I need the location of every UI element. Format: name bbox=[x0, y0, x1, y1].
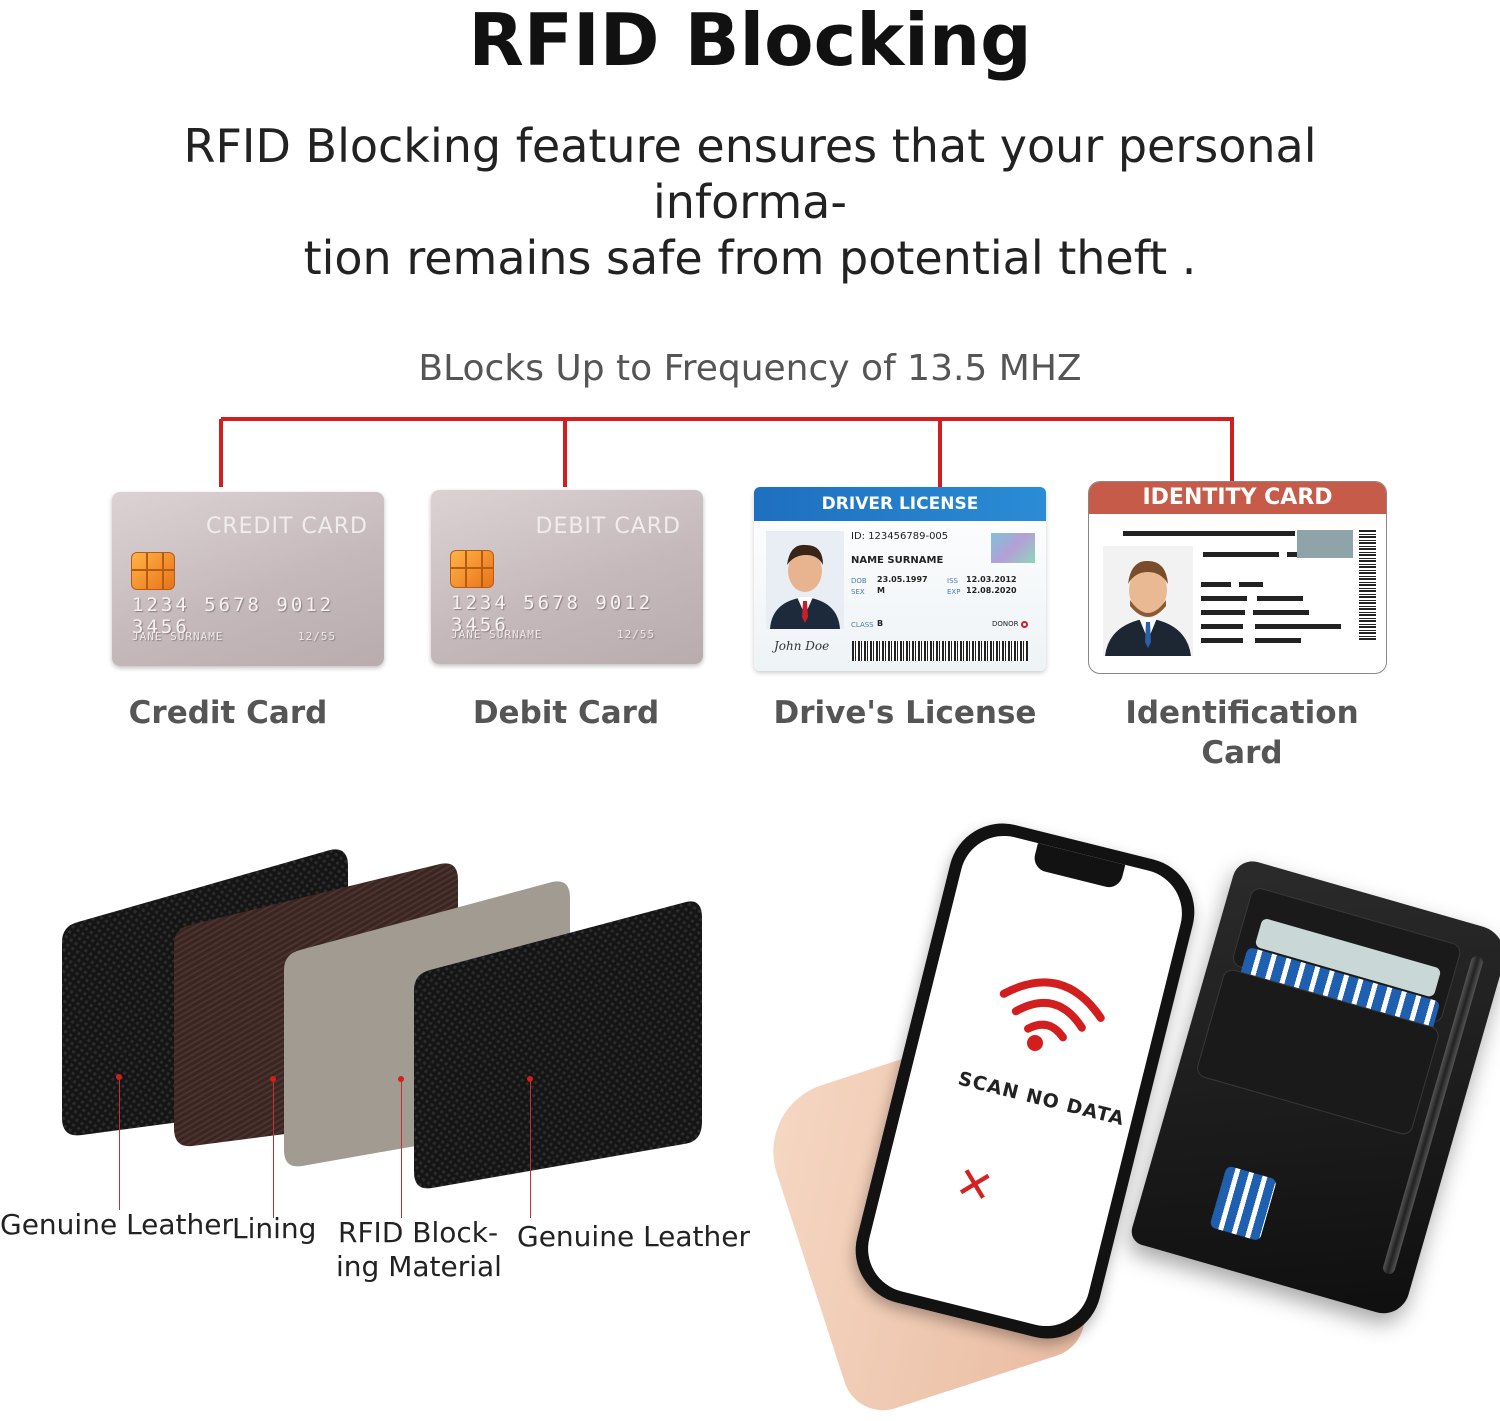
leader-dot bbox=[527, 1076, 533, 1082]
wifi-icon bbox=[999, 978, 1105, 1051]
credit-card-holder: JANE SURNAME bbox=[132, 630, 224, 643]
connector-lines bbox=[219, 417, 1234, 490]
frequency-heading: BLocks Up to Frequency of 13.5 MHZ bbox=[418, 348, 1082, 389]
text-line bbox=[1255, 638, 1301, 643]
credit-card-title: CREDIT CARD bbox=[205, 514, 368, 539]
chip-icon bbox=[450, 550, 494, 588]
rfid-material-line-2: ing Material bbox=[336, 1250, 502, 1283]
leader-dot bbox=[398, 1076, 404, 1082]
rfid-material-label: RFID Block- ing Material bbox=[336, 1216, 502, 1284]
credit-card-label: Credit Card bbox=[128, 695, 328, 731]
donor-label: DONOR bbox=[992, 620, 1019, 628]
credit-card-number: 1234 5678 9012 3456 bbox=[132, 594, 335, 638]
sex-value: M bbox=[877, 586, 885, 595]
identity-card-image: IDENTITY CARD bbox=[1088, 481, 1387, 674]
text-line bbox=[1201, 596, 1247, 601]
text-line bbox=[1253, 610, 1309, 615]
identity-card-title: IDENTITY CARD bbox=[1089, 482, 1386, 514]
hologram-icon bbox=[991, 533, 1035, 563]
debit-card-expiry: 12/55 bbox=[617, 628, 656, 641]
debit-card-title: DEBIT CARD bbox=[535, 514, 681, 539]
leader-dot bbox=[116, 1074, 122, 1080]
subtitle-line-2: tion remains safe from potential theft . bbox=[303, 231, 1197, 285]
phone-screen bbox=[858, 826, 1192, 1336]
license-name: NAME SURNAME bbox=[851, 555, 944, 566]
card-peek bbox=[1209, 1165, 1278, 1242]
class-value: B bbox=[877, 619, 884, 628]
lining-label: Lining bbox=[232, 1212, 317, 1245]
text-line bbox=[1201, 582, 1231, 587]
license-id: ID: 123456789-005 bbox=[851, 531, 949, 542]
person-photo-icon bbox=[1103, 546, 1193, 656]
genuine-leather-label-2: Genuine Leather bbox=[517, 1220, 751, 1253]
donor-heart-icon bbox=[1021, 621, 1028, 628]
leader-line bbox=[119, 1080, 120, 1210]
leader-line bbox=[273, 1082, 274, 1218]
text-line bbox=[1203, 552, 1279, 557]
text-line bbox=[1287, 552, 1297, 557]
identification-card-label: Identification Card bbox=[1125, 695, 1359, 771]
person-photo-icon bbox=[766, 531, 844, 629]
leader-dot bbox=[270, 1076, 276, 1082]
drivers-license-label: Drive's License bbox=[773, 695, 1037, 731]
phone-image bbox=[844, 812, 1206, 1350]
chip-icon bbox=[131, 552, 175, 590]
dob-label: DOB bbox=[851, 577, 867, 585]
debit-card-number: 1234 5678 9012 3456 bbox=[451, 592, 654, 636]
page-title: RFID Blocking bbox=[468, 0, 1032, 82]
iss-label: ISS bbox=[947, 577, 958, 585]
subtitle-line-1: RFID Blocking feature ensures that your … bbox=[183, 119, 1317, 229]
sex-label: SEX bbox=[851, 588, 865, 596]
text-line bbox=[1257, 596, 1303, 601]
text-line bbox=[1123, 531, 1295, 536]
credit-card-expiry: 12/55 bbox=[298, 630, 337, 643]
exp-label: EXP bbox=[947, 588, 961, 596]
page-subtitle: RFID Blocking feature ensures that your … bbox=[100, 118, 1400, 286]
genuine-leather-layer-inner bbox=[414, 901, 702, 1189]
iss-value: 12.03.2012 bbox=[966, 575, 1017, 584]
exp-value: 12.08.2020 bbox=[966, 586, 1017, 595]
genuine-leather-label-1: Genuine Leather bbox=[0, 1208, 234, 1241]
leader-line bbox=[530, 1082, 531, 1218]
driver-license-title: DRIVER LICENSE bbox=[754, 487, 1046, 521]
phone-notch bbox=[1031, 843, 1126, 891]
signature: John Doe bbox=[774, 639, 830, 653]
barcode-icon bbox=[852, 641, 1028, 661]
barcode-icon bbox=[1359, 530, 1376, 640]
driver-license-image: DRIVER LICENSE ID: 123456789-005 NAME SU… bbox=[754, 487, 1046, 671]
world-map-icon bbox=[1297, 530, 1353, 558]
class-label: CLASS bbox=[851, 621, 874, 629]
rfid-material-line-1: RFID Block- bbox=[338, 1216, 499, 1249]
text-line bbox=[1201, 638, 1243, 643]
wallet-layers bbox=[62, 849, 702, 1189]
debit-card-image: DEBIT CARD 1234 5678 9012 3456 JANE SURN… bbox=[431, 490, 703, 664]
text-line bbox=[1201, 610, 1245, 615]
debit-card-label: Debit Card bbox=[472, 695, 660, 731]
text-line bbox=[1201, 624, 1243, 629]
text-line bbox=[1239, 582, 1263, 587]
dob-value: 23.05.1997 bbox=[877, 575, 928, 584]
text-line bbox=[1255, 624, 1341, 629]
debit-card-holder: JANE SURNAME bbox=[451, 628, 543, 641]
credit-card-image: CREDIT CARD 1234 5678 9012 3456 JANE SUR… bbox=[112, 492, 384, 666]
leader-line bbox=[401, 1082, 402, 1218]
